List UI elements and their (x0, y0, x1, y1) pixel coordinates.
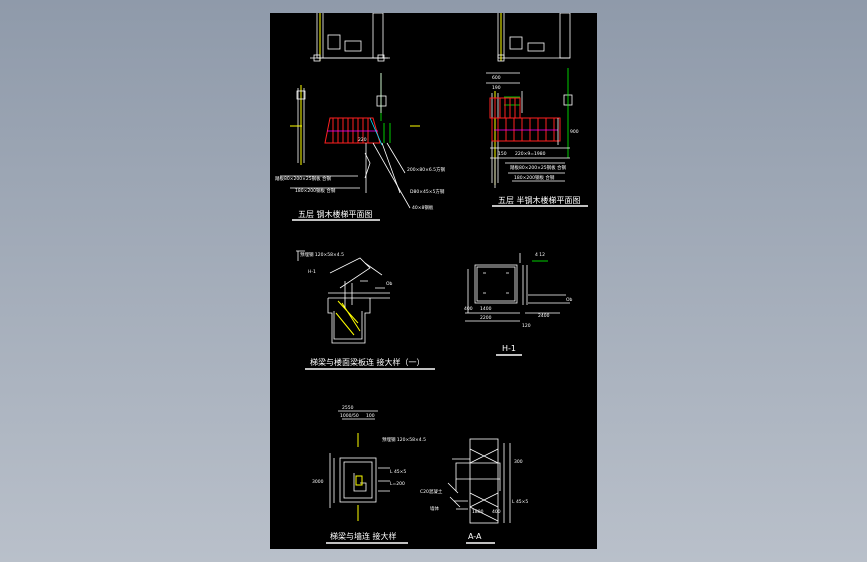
dim-1400-h1: 1400 (480, 306, 492, 312)
dim-120-h1: 120 (522, 323, 531, 329)
title-plan-5th: 五层 钢木楼梯平面图 (298, 209, 373, 219)
dim-4-12: 4 12 (535, 252, 545, 258)
stair-treads-right (489, 97, 561, 142)
note-l200: L=200 (390, 481, 405, 487)
title-beam-slab: 梯梁与楼面梁板连 接大样（一） (310, 357, 425, 367)
note-h1-mark: H-1 (308, 269, 316, 275)
dim-2200-h1: 2200 (480, 315, 492, 321)
dim-3000: 3000 (312, 479, 324, 485)
note-l45-b: L 45×5 (512, 499, 528, 505)
dim-400-h1: 400 (464, 306, 473, 312)
plan-note-angle: D80×45×5方钢 (410, 188, 445, 195)
plan-note-plate-right: 180×200钢板 合钢 (514, 174, 555, 181)
detail-beam-wall (329, 410, 390, 521)
detail-h1 (465, 253, 570, 322)
dim-100: 100 (366, 413, 375, 419)
dim-300-aa: 300 (514, 459, 523, 465)
plan-note-flat: 40×8钢板 (412, 204, 434, 211)
section-h1-title: H-1 (502, 344, 516, 353)
note-concrete: C20混凝土 (420, 488, 443, 495)
dim-1800-aa: 1800 (472, 509, 484, 515)
note-wall: 墙体 (430, 505, 439, 512)
plan-note-plate: 180×200钢板 合钢 (295, 187, 336, 194)
dim-900-right: 900 (570, 129, 579, 135)
plan-note-tread-right: 踏板80×200×25钢板 合钢 (510, 164, 567, 171)
dim-2550: 2550 (342, 405, 354, 411)
note-ob-mark: Ob (386, 281, 393, 287)
cad-drawing: 220 踏板80×200×25钢板 合钢 180×200钢板 合钢 200×80… (275, 13, 588, 544)
title-beam-wall: 梯梁与墙连 接大样 (330, 531, 397, 541)
dim-220-left: 220 (358, 137, 367, 143)
stair-treads-left (324, 117, 391, 146)
plan-note-tread: 踏板80×200×25钢板 合钢 (275, 175, 332, 182)
note-embedded-plate: 预埋钢 120×58×4.5 (300, 251, 344, 258)
section-aa (447, 438, 511, 524)
note-ob-h1: Ob (566, 297, 573, 303)
drawing-sheet: 220 踏板80×200×25钢板 合钢 180×200钢板 合钢 200×80… (270, 13, 597, 549)
plan-5th-half-floor (486, 13, 573, 188)
dim-190-right: 190 (492, 85, 501, 91)
dim-150-right: 150 (498, 151, 507, 157)
section-aa-title: A-A (468, 532, 482, 541)
title-plan-5th-half: 五层 半钢木楼梯平面图 (498, 195, 581, 205)
dim-600-right: 600 (492, 75, 501, 81)
dim-1000: 1000/50 (340, 413, 359, 419)
plan-5th-floor (280, 13, 420, 209)
dim-400-aa: 400 (492, 509, 501, 515)
dim-2400-h1: 2400 (538, 313, 550, 319)
note-l45-a: L 45×5 (390, 469, 406, 475)
note-embedded-plate-2: 预埋钢 120×58×4.5 (382, 436, 426, 443)
dim-row-right: 220×9=1980 (515, 151, 546, 157)
plan-note-tube: 200×80×6.5方钢 (407, 166, 446, 173)
detail-beam-slab (296, 250, 390, 344)
